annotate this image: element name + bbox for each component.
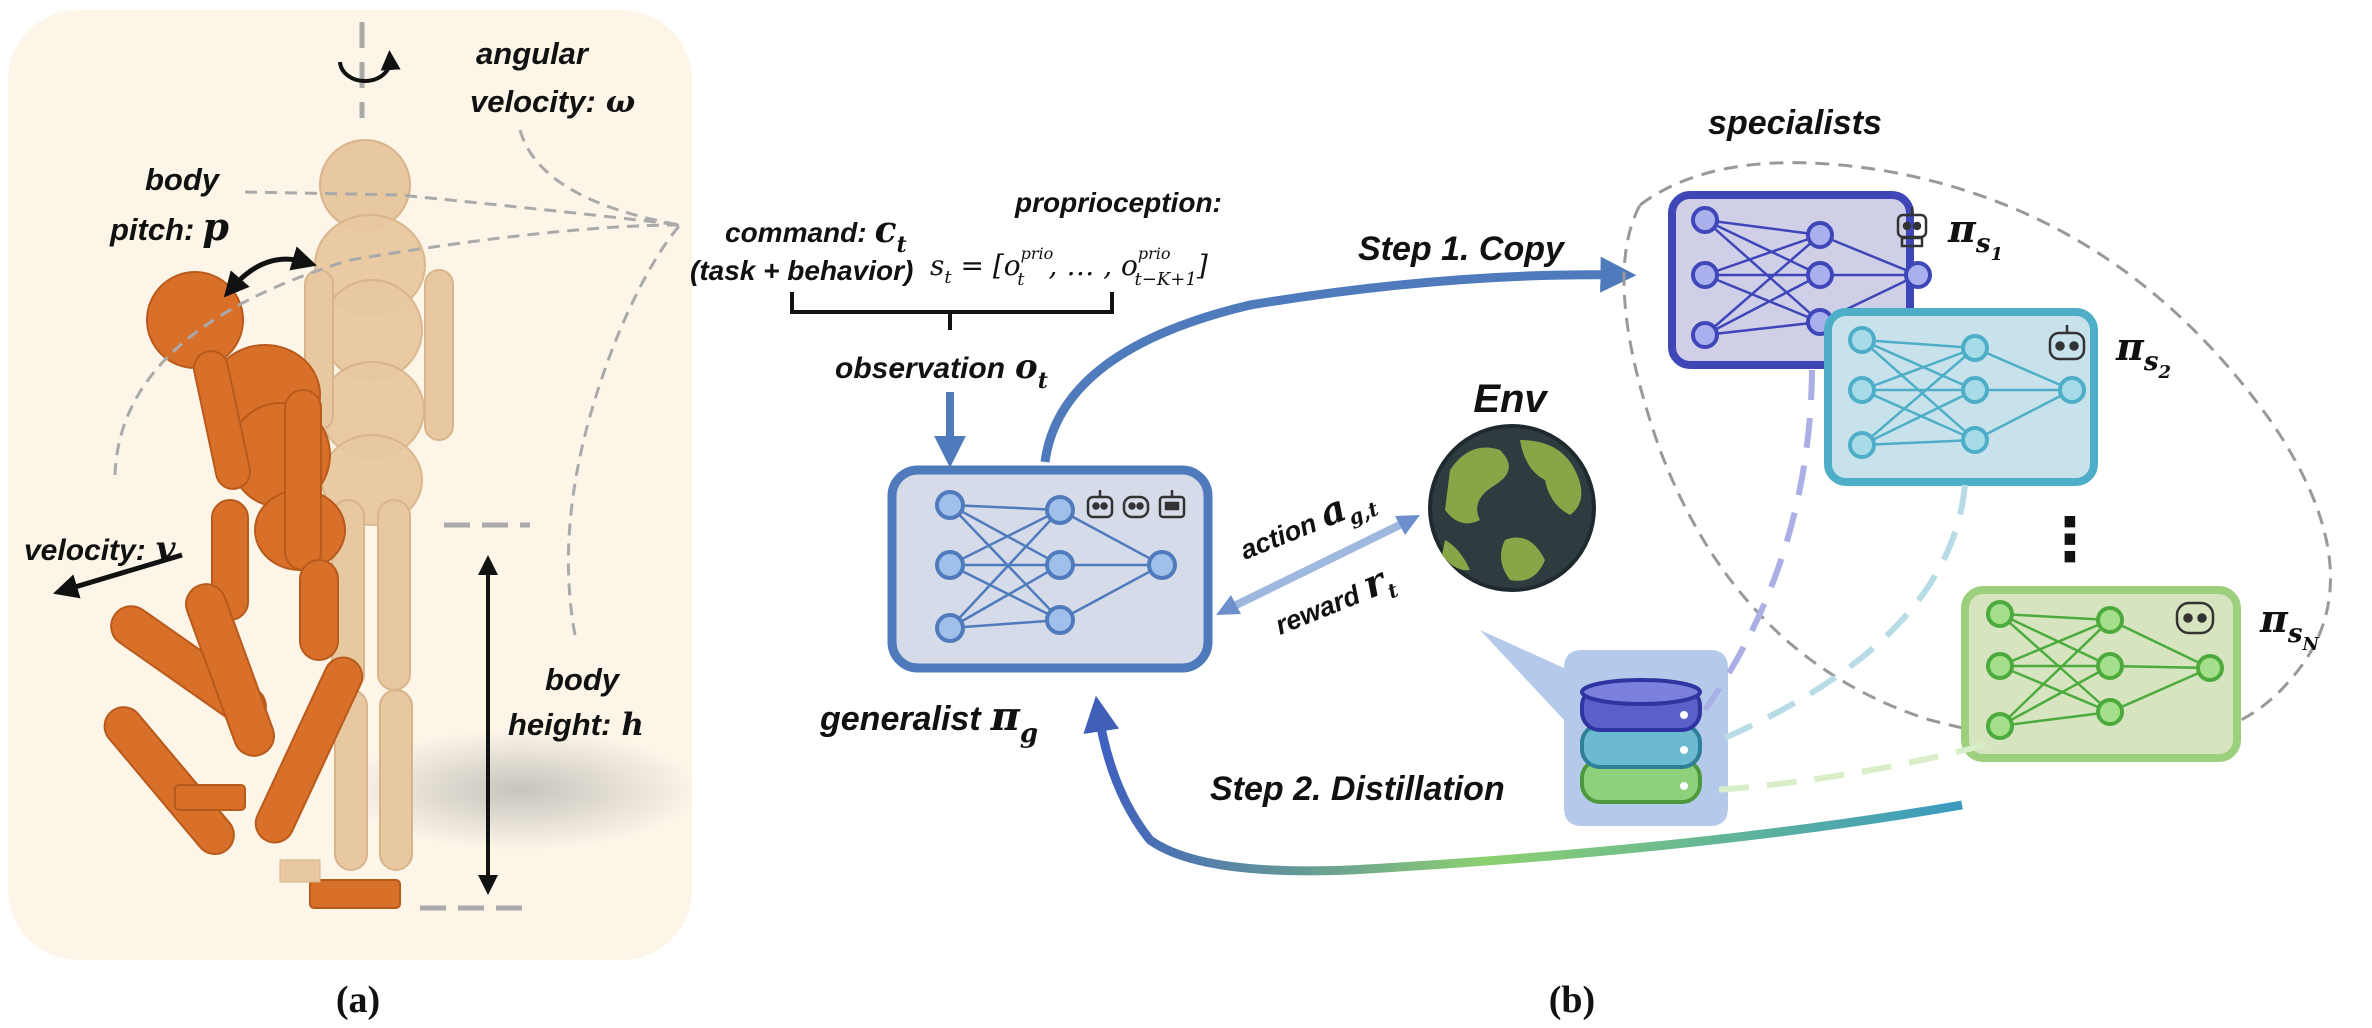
proprioception-label: proprioception: bbox=[1014, 187, 1222, 218]
specialist-2-label: πs2 bbox=[2115, 324, 2171, 383]
specialist-2-network bbox=[1824, 308, 2098, 486]
pitch-arrow bbox=[223, 246, 317, 298]
robot-icon bbox=[2048, 325, 2086, 361]
yaw-rotation-arrow bbox=[338, 50, 401, 84]
database-icon bbox=[1480, 630, 1728, 826]
globe-icon bbox=[1428, 424, 1596, 592]
ellipsis: ⋮ bbox=[2040, 505, 2100, 575]
step2-label: Step 2. Distillation bbox=[1210, 770, 1505, 808]
command-sublabel: (task + behavior) bbox=[690, 255, 913, 286]
ground-shadow bbox=[340, 730, 700, 850]
reward-label: rewardrt bbox=[1267, 554, 1403, 647]
body-pitch-label-2: pitch:p bbox=[109, 204, 229, 249]
body-height-label-2: height:h bbox=[508, 707, 644, 743]
env-label: Env bbox=[1473, 377, 1549, 421]
specialist-n-network bbox=[1961, 586, 2241, 762]
caption-a: (a) bbox=[336, 979, 380, 1021]
robot-icon bbox=[1086, 490, 1186, 519]
body-pitch-label-1: body bbox=[145, 162, 221, 197]
observation-bracket bbox=[790, 292, 1114, 330]
step2-distillation-arrow bbox=[1083, 695, 1963, 876]
specialists-group-outline bbox=[1622, 161, 2332, 749]
angular-velocity-label-1: angular bbox=[476, 36, 590, 71]
body-height-label-1: body bbox=[545, 662, 621, 697]
distill-line-2 bbox=[1718, 484, 1968, 743]
generalist-network bbox=[887, 465, 1213, 673]
action-label: actionag,t bbox=[1232, 473, 1383, 572]
step1-copy-arrow bbox=[1040, 256, 1637, 463]
specialists-label: specialists bbox=[1708, 104, 1882, 142]
caption-b: (b) bbox=[1549, 979, 1595, 1021]
reward-arrowhead bbox=[1216, 595, 1241, 615]
panel-b: command:ct (task + behavior) propriocept… bbox=[690, 104, 2332, 1021]
velocity-arrow bbox=[53, 552, 183, 599]
step1-label: Step 1. Copy bbox=[1358, 230, 1566, 268]
specialist-n-label: πsN bbox=[2259, 596, 2320, 655]
robot-icon bbox=[2175, 601, 2215, 635]
foot bbox=[279, 859, 321, 883]
angular-velocity-label-2: velocity:ω bbox=[470, 84, 635, 120]
distill-line-1 bbox=[1702, 369, 1815, 712]
robot-icon bbox=[1896, 207, 1928, 248]
standing-figure bbox=[304, 139, 454, 871]
specialist-1-label: πs1 bbox=[1947, 206, 2003, 265]
action-arrowhead bbox=[1395, 515, 1420, 535]
action-reward-arrow bbox=[1224, 516, 1412, 614]
crouching-figure bbox=[103, 271, 401, 909]
connector-lines bbox=[113, 129, 682, 636]
distill-line-3 bbox=[1714, 742, 1986, 793]
velocity-label: velocity:v bbox=[24, 529, 177, 569]
panel-a: angular velocity:ω body pitch:p velocity… bbox=[8, 10, 700, 1021]
command-label: command:ct bbox=[725, 209, 907, 258]
